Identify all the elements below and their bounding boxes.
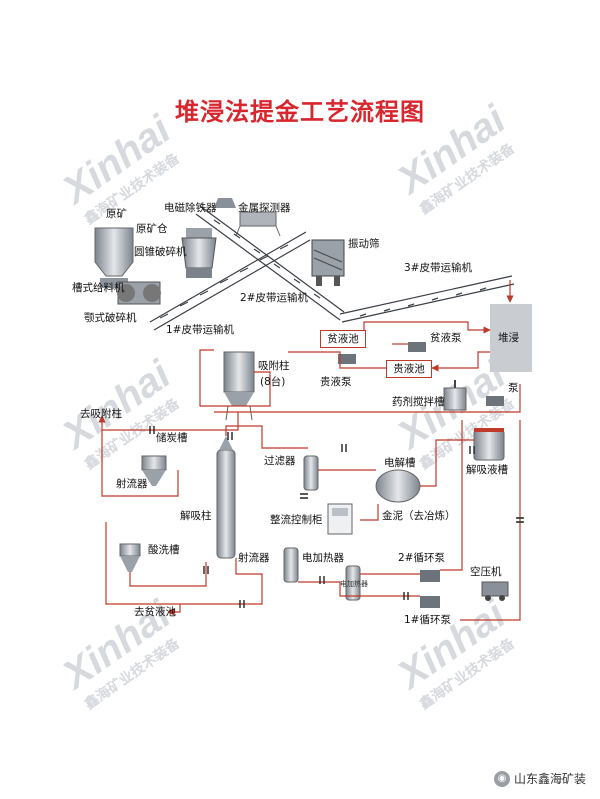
pipe-top-main [214, 384, 521, 413]
label-pump: 泵 [508, 382, 519, 394]
label-metal-detector: 金属探测器 [238, 202, 291, 214]
wechat-icon: ◉ [493, 771, 510, 787]
desorption-column-shape [216, 436, 236, 559]
air-compressor-shape [481, 581, 509, 601]
pipe-desorb-right [440, 420, 463, 571]
valve-icon [203, 566, 209, 574]
electrolytic-cell-shape [375, 469, 421, 503]
valve-icon [469, 446, 475, 454]
label-filter: 过滤器 [264, 455, 296, 467]
label-belt3: 3#皮带运输机 [404, 262, 472, 274]
carbon-tank-shape [141, 455, 167, 486]
label-jaw-crusher: 颚式破碎机 [84, 312, 137, 324]
filter-shape [303, 455, 319, 491]
label-heater-plate: 电加热器 [340, 580, 368, 588]
pipe-pregnant-to-column [288, 351, 386, 369]
label-acid-tank: 酸洗槽 [148, 544, 180, 556]
label-adsorption-column: 吸附柱 [258, 360, 290, 372]
pipe-to-adsorption [98, 412, 239, 431]
label-gold-mud: 金泥（去冶炼） [382, 510, 456, 522]
label-reagent-tank: 药剂搅拌槽 [392, 396, 445, 408]
belt-conveyor-3 [339, 275, 515, 323]
valve-group [149, 426, 524, 608]
barren-pump-shape [408, 342, 426, 352]
pipe-cell-down [360, 504, 379, 521]
label-cone-crusher: 圆锥破碎机 [134, 246, 187, 258]
label-air-compressor: 空压机 [470, 566, 502, 578]
page-title: 堆浸法提金工艺流程图 [175, 98, 425, 126]
heater-plate-shape [345, 565, 361, 601]
label-desorption-column: 解吸柱 [180, 510, 212, 522]
pipe-tank-down [460, 420, 521, 621]
label-to-barren: 去贫液池 [134, 606, 176, 618]
valve-icon [403, 592, 409, 600]
label-magnetic-separator: 电磁除铁器 [164, 202, 217, 214]
barren-pool-box: 贫液池 [320, 330, 366, 348]
pipe-to-barren-pool [167, 604, 181, 616]
valve-icon [149, 426, 155, 434]
adsorption-column-shape [223, 351, 255, 421]
pipe-heater-loop [298, 581, 420, 597]
label-carbon-tank: 储炭槽 [156, 432, 188, 444]
valve-icon [341, 444, 347, 452]
label-ore-bin: 原矿仓 [136, 223, 168, 235]
pipe-bottom-main [105, 522, 263, 605]
pregnant-pool-box: 贵液池 [386, 360, 432, 378]
footer-text: 山东鑫海矿装 [513, 771, 586, 786]
valve-icon [319, 576, 325, 584]
heap-leach-shape [490, 304, 532, 372]
pipe-acid-down [129, 562, 207, 587]
label-heap-leach: 堆浸 [498, 332, 519, 344]
label-electric-heater: 电加热器 [302, 552, 344, 564]
magnetic-separator-shape [214, 198, 236, 208]
pipe-column-top [225, 425, 308, 449]
label-ejector-top: 射流器 [116, 478, 148, 490]
metal-detector-shape [235, 211, 281, 237]
label-ejector-bottom: 射流器 [238, 552, 270, 564]
valve-icon [516, 517, 524, 523]
jaw-crusher-shape [117, 281, 161, 305]
pipe-barren-pool-to-heap [363, 321, 491, 334]
pump-shape [486, 396, 504, 406]
label-column-count: (8台) [260, 376, 286, 388]
acid-tank-shape [119, 543, 141, 572]
desorption-tank-shape [473, 428, 505, 461]
label-rectifier-cabinet: 整流控制柜 [270, 514, 323, 526]
label-desorption-tank: 解吸液槽 [466, 464, 508, 476]
label-belt1: 1#皮带运输机 [166, 324, 234, 336]
label-barren-pump: 贫液泵 [430, 332, 462, 344]
label-vibrating-screen: 振动筛 [348, 238, 380, 250]
footer-brand: ◉山东鑫海矿装 [493, 770, 586, 787]
pipe-heap-to-pregnant [431, 351, 490, 372]
valve-icon [300, 493, 308, 499]
cone-crusher-shape [181, 228, 217, 278]
pipe-network [98, 321, 521, 621]
vibrating-screen-shape [311, 239, 345, 286]
label-belt2: 2#皮带运输机 [240, 292, 308, 304]
label-trough-feeder: 槽式给料机 [72, 282, 125, 294]
reagent-tank-shape [443, 380, 467, 411]
valve-icon [239, 600, 245, 608]
label-to-adsorption: 去吸附柱 [80, 408, 122, 420]
label-raw-ore: 原矿 [106, 208, 127, 220]
trough-feeder-shape [100, 278, 128, 288]
pipe-left-loop [101, 430, 179, 497]
electric-heater-shape [283, 547, 299, 583]
circ-pump2-shape [420, 570, 440, 582]
label-circ-pump2: 2#循环泵 [398, 552, 445, 564]
label-circ-pump1: 1#循环泵 [404, 614, 451, 626]
belt-conveyor-1 [149, 231, 311, 331]
ore-bin-shape [94, 227, 134, 277]
rectifier-cabinet-shape [327, 503, 353, 535]
label-electrolytic-cell: 电解槽 [384, 457, 416, 469]
circ-pump1-shape [420, 596, 440, 608]
valve-icon [227, 432, 233, 440]
belt-conveyor-2 [195, 205, 345, 321]
pipe-column-loop [199, 349, 271, 407]
pregnant-pump-shape [338, 354, 356, 364]
label-pregnant-pump: 贵液泵 [320, 376, 352, 388]
pipe-cell-to-tank [420, 439, 474, 487]
